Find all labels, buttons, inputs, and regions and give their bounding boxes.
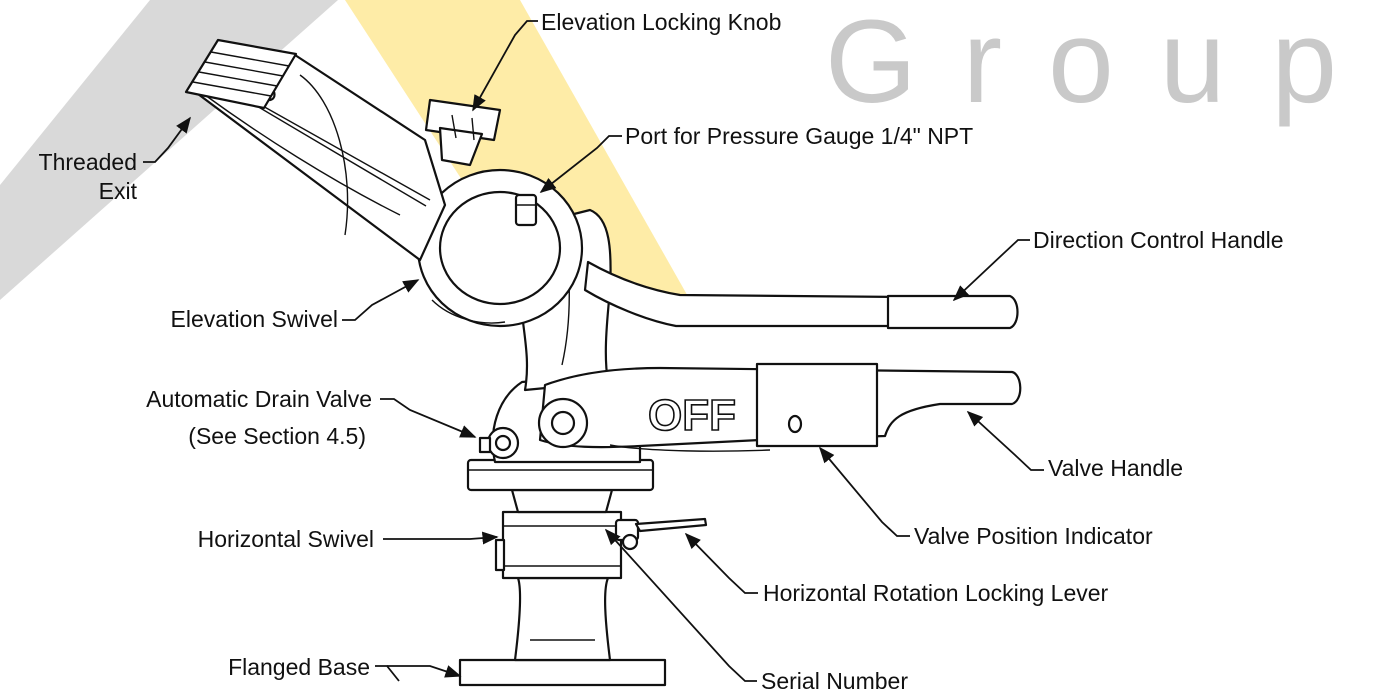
callout-labels: Elevation Locking Knob Port for Pressure… [39, 9, 1284, 692]
label-horizontal-swivel: Horizontal Swivel [198, 526, 374, 552]
watermark-text: Group [825, 0, 1382, 128]
label-serial-number: Serial Number [761, 668, 908, 692]
elevation-swivel [416, 168, 584, 328]
direction-control-handle [583, 260, 1019, 330]
label-threaded-exit-line1: Threaded [39, 149, 137, 175]
leader-valve-handle [966, 410, 1044, 471]
label-port-pressure-gauge: Port for Pressure Gauge 1/4" NPT [625, 123, 973, 149]
leader-valve-position-indicator [818, 446, 910, 537]
leader-direction-control-handle [952, 239, 1030, 302]
label-elevation-swivel: Elevation Swivel [171, 306, 338, 332]
label-elevation-locking-knob: Elevation Locking Knob [541, 9, 781, 35]
logo-watermark: Group [0, 0, 1382, 300]
monitor-drawing: OFF [184, 38, 1022, 687]
leader-lines [143, 20, 1044, 682]
leader-serial-number [604, 528, 757, 682]
label-see-section: (See Section 4.5) [188, 423, 366, 449]
leader-threaded-exit [143, 116, 191, 163]
horizontal-swivel [494, 488, 623, 580]
leader-elevation-swivel [342, 279, 420, 321]
locking-lever [614, 517, 708, 551]
label-valve-handle: Valve Handle [1048, 455, 1183, 481]
barrel [184, 38, 447, 262]
leader-elevation-locking-knob [472, 20, 538, 112]
off-stamp: OFF [648, 391, 736, 440]
label-valve-position-indicator: Valve Position Indicator [914, 523, 1153, 549]
valve-handle: OFF [537, 362, 1022, 452]
label-flanged-base: Flanged Base [228, 654, 370, 680]
label-horizontal-rotation-locking-lever: Horizontal Rotation Locking Lever [763, 580, 1109, 606]
flanged-base [458, 576, 667, 687]
label-direction-control-handle: Direction Control Handle [1033, 227, 1284, 253]
leader-horizontal-swivel [383, 531, 499, 545]
pressure-gauge-port [514, 193, 538, 227]
leader-flanged-base-tail [375, 665, 400, 682]
label-automatic-drain-valve: Automatic Drain Valve [146, 386, 372, 412]
automatic-drain-valve [478, 426, 520, 460]
leader-automatic-drain-valve [380, 398, 477, 438]
label-threaded-exit-line2: Exit [99, 178, 138, 204]
leader-port-pressure-gauge [539, 135, 622, 194]
leader-locking-lever [684, 532, 758, 594]
leader-flanged-base [387, 665, 462, 678]
